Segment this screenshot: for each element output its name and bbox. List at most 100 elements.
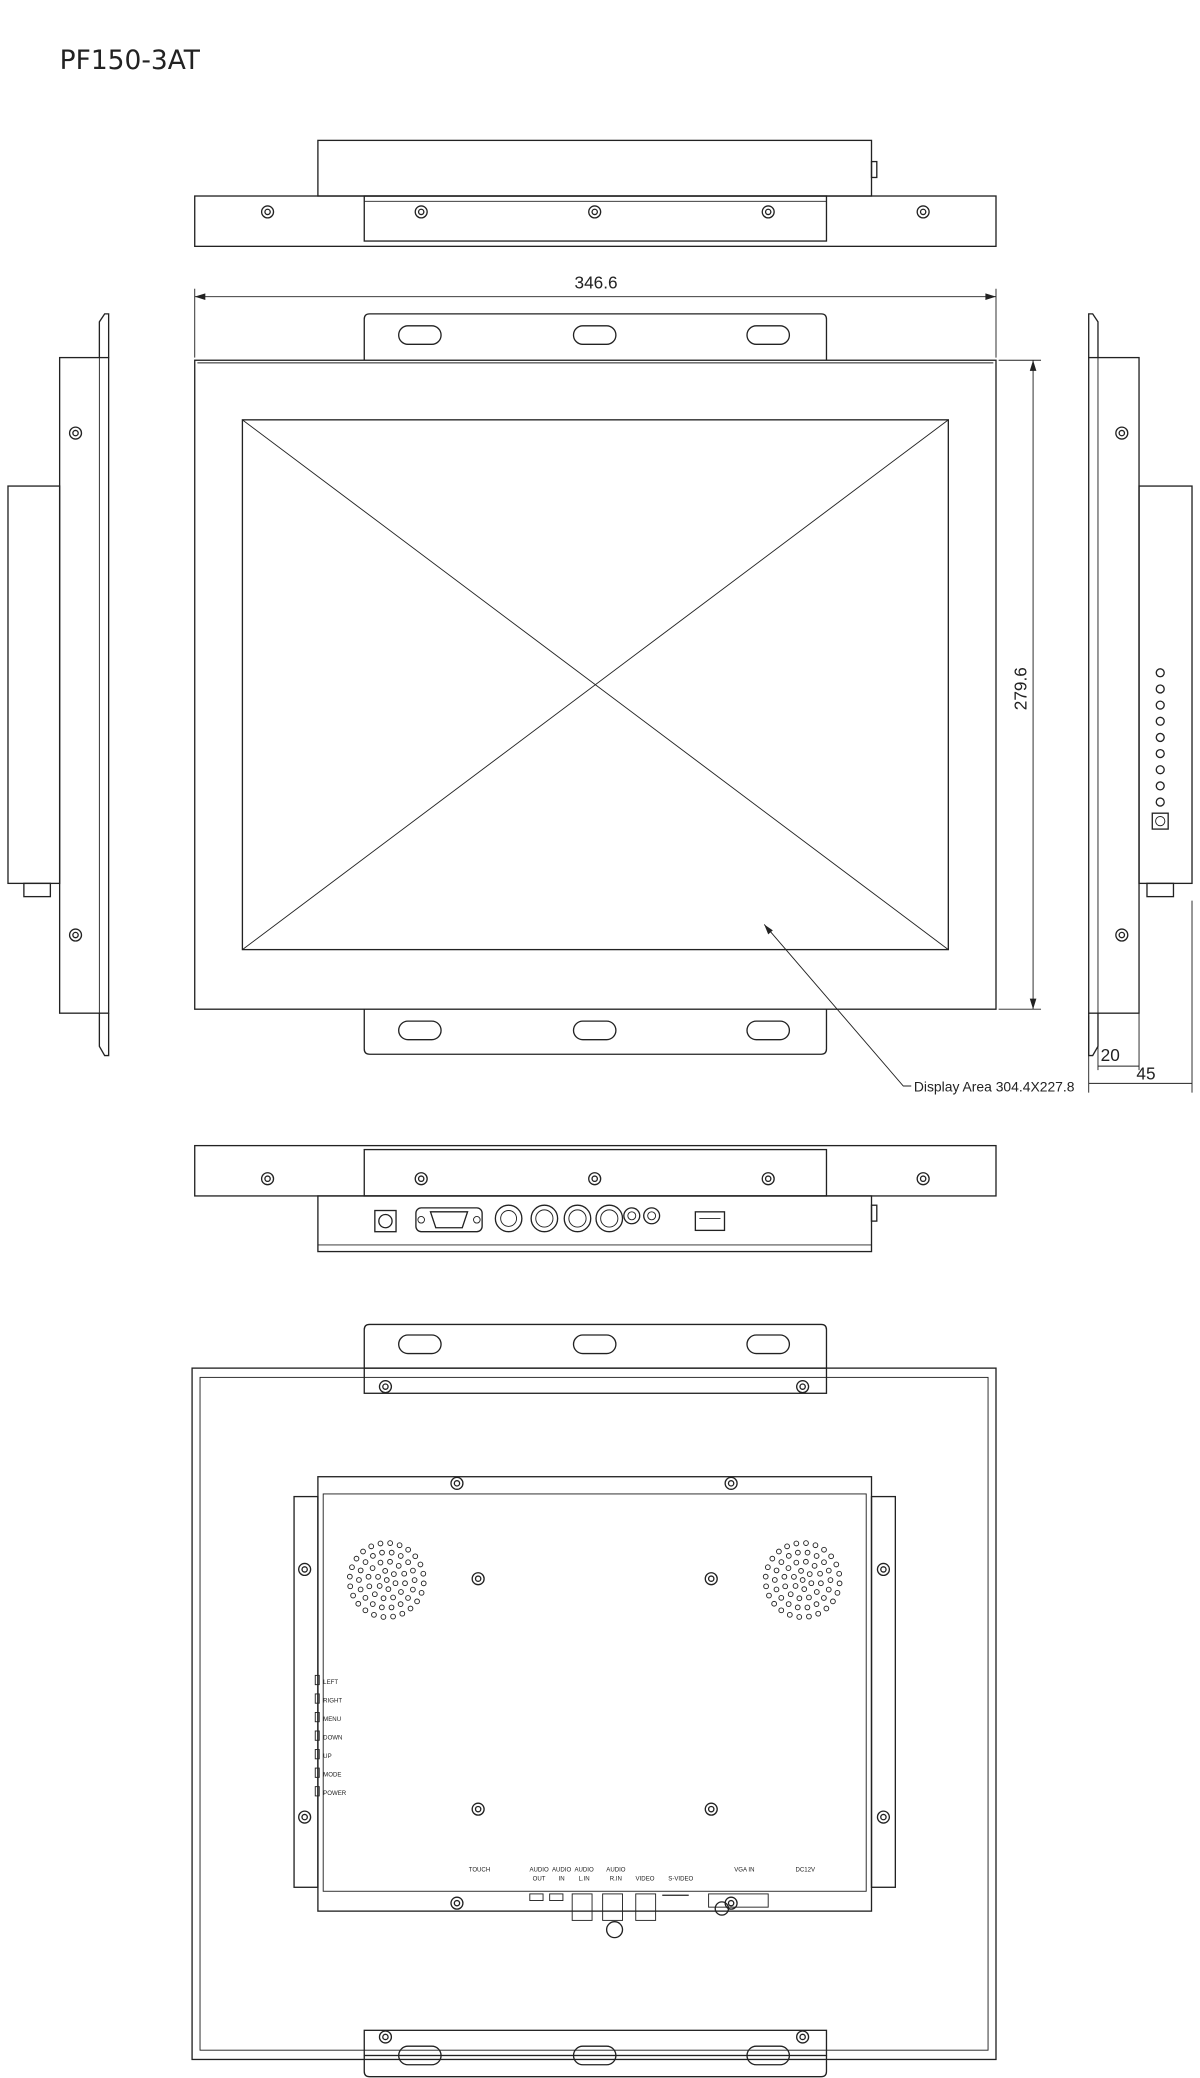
button-icon [314,1730,320,1741]
speaker-hole [821,1559,827,1566]
speaker-hole [392,1580,399,1587]
speaker-hole [391,1571,397,1577]
speaker-hole [414,1598,420,1605]
speaker-hole [411,1577,418,1583]
speaker-hole [782,1583,789,1590]
button-icon [1155,748,1165,759]
speaker-hole [785,1553,792,1559]
side-button-label: MENU [323,1716,341,1723]
screw-icon [298,1476,891,1910]
speaker-hole [380,1614,387,1620]
speaker-hole [803,1558,809,1565]
slot-icon [398,325,791,346]
speaker-hole [812,1542,819,1549]
speaker-hole [370,1553,376,1559]
speaker-hole [410,1586,416,1593]
speaker-hole [806,1594,812,1601]
speaker-hole [794,1604,801,1611]
speaker-hole [811,1562,818,1569]
speaker-hole [379,1604,385,1611]
speaker-hole [353,1555,360,1562]
speaker-hole [785,1565,792,1571]
speaker-hole [823,1605,830,1612]
rca-port-icon [530,1204,624,1233]
display-area [241,419,949,951]
speaker-hole [401,1570,408,1577]
speaker-hole [821,1595,827,1601]
speaker-hole [821,1546,827,1553]
speaker-hole [349,1564,355,1571]
port-label: VIDEO [636,1876,655,1883]
speaker-hole [771,1600,777,1607]
speaker-hole [827,1577,834,1583]
speaker-hole [786,1611,793,1618]
slot-icon [398,1334,791,1355]
port-label: R.IN [610,1876,622,1883]
bottom-view [194,1144,997,1253]
dc-jack-icon [1151,812,1169,830]
screw-icon [260,205,930,219]
speaker-hole [346,1573,353,1580]
slot-icon [398,1020,791,1041]
speaker-hole [825,1567,832,1574]
speaker-hole [834,1589,841,1596]
speaker-hole [362,1559,369,1565]
speaker-hole [357,1567,364,1574]
side-button-icons [1155,668,1165,807]
speaker-hole [405,1559,411,1566]
s-video-port-icon [494,1204,523,1233]
speaker-hole [376,1583,383,1589]
speaker-hole [792,1583,799,1589]
speaker-hole [371,1591,378,1598]
speaker-hole [360,1548,366,1555]
speaker-hole [804,1549,811,1556]
speaker-hole [420,1580,427,1587]
left-side-view [7,313,110,1057]
speaker-hole [387,1540,393,1546]
speaker-hole [787,1591,794,1598]
speaker-hole [395,1562,402,1569]
speaker-hole [773,1567,780,1574]
speaker-hole [368,1543,375,1550]
side-button-label: MODE [323,1772,341,1779]
speaker-hole [781,1573,788,1580]
speaker-hole [405,1595,411,1601]
speaker-hole [390,1594,396,1601]
speaker-hole [833,1561,840,1568]
usb-port-icon [694,1211,726,1232]
port-label: IN [559,1876,565,1883]
port-label: S-VIDEO [668,1876,693,1883]
screw-icon [378,1380,810,2044]
speaker-hole [776,1548,782,1555]
vga-port-icon [415,1207,483,1233]
speaker-hole [417,1561,424,1568]
port-label: AUDIO [574,1866,594,1873]
speaker-hole [377,1540,384,1547]
speaker-hole [817,1570,823,1577]
port-label: AUDIO [606,1866,626,1873]
speaker-hole [778,1607,785,1614]
speaker-hole [390,1613,396,1620]
speaker-hole [778,1559,785,1565]
speaker-hole [785,1601,792,1607]
speaker-hole [796,1614,803,1620]
speaker-hole [388,1604,395,1611]
speaker-hole [366,1583,373,1590]
speaker-hole [375,1573,381,1580]
speaker-hole [806,1613,812,1620]
height-dimension: 279.6 [1010,667,1030,710]
dc-jack-icon [374,1209,397,1233]
speaker-hole [369,1601,376,1607]
button-icon [1155,668,1165,678]
speaker-hole [795,1549,801,1556]
port-label: DC12V [795,1866,816,1873]
side-button-label: POWER [323,1790,347,1797]
speaker-hole [784,1543,790,1550]
speaker-hole [828,1553,834,1560]
speaker-hole [803,1540,809,1546]
display-area-label: Display Area 304.4X227.8 [914,1078,1075,1094]
screw-icon [1115,426,1129,942]
speaker-hole [813,1589,820,1595]
button-icon [314,1711,320,1723]
